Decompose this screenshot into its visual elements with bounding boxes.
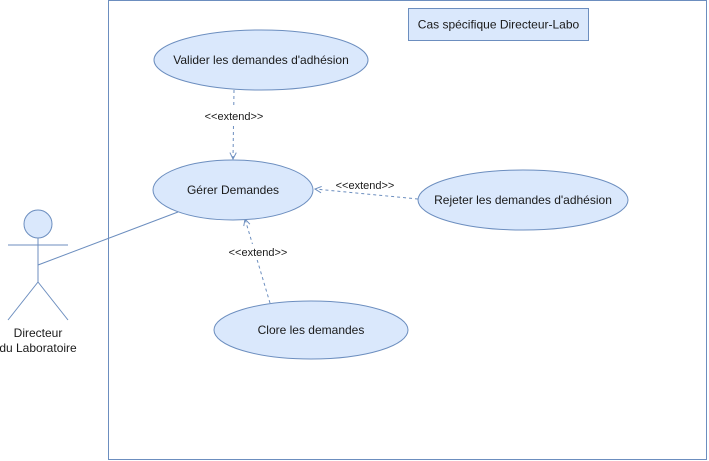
use-case-gerer[interactable]: Gérer Demandes (152, 159, 314, 221)
actor-label-line1: Directeur (14, 326, 63, 340)
extend-clore-label: <<extend>> (229, 247, 288, 259)
use-case-clore-label: Clore les demandes (258, 323, 365, 337)
use-case-valider-shape (153, 29, 369, 91)
use-case-valider[interactable]: Valider les demandes d'adhésion (153, 29, 369, 91)
use-case-rejeter-label: Rejeter les demandes d'adhésion (434, 193, 612, 207)
use-case-clore-shape (213, 300, 409, 360)
system-note-label: Cas spécifique Directeur-Labo (418, 18, 580, 32)
actor-right-leg (37, 281, 69, 321)
actor-label-line2: du Laboratoire (0, 341, 77, 355)
use-case-gerer-label: Gérer Demandes (187, 183, 279, 197)
extend-valider-line (233, 89, 234, 159)
use-case-rejeter[interactable]: Rejeter les demandes d'adhésion (417, 169, 629, 231)
extend-rejeter-line (315, 189, 419, 200)
system-boundary (108, 0, 707, 460)
extend-valider-label-bg (200, 108, 268, 124)
use-case-clore[interactable]: Clore les demandes (213, 300, 409, 360)
actor-head (23, 209, 53, 239)
use-case-rejeter-shape (417, 169, 629, 231)
extend-rejeter-label: <<extend>> (336, 180, 395, 192)
system-note-box (408, 8, 589, 41)
system-note[interactable]: Cas spécifique Directeur-Labo (408, 8, 589, 41)
extend-valider-label: <<extend>> (205, 111, 264, 123)
extend-clore-line (245, 219, 271, 304)
extend-clore-label-bg (224, 244, 292, 260)
actor-directeur[interactable]: Directeur du Laboratoire (0, 209, 77, 355)
actor-left-leg (7, 281, 39, 321)
use-case-gerer-shape (152, 159, 314, 221)
association-actor-gerer (37, 211, 179, 266)
use-case-valider-label: Valider les demandes d'adhésion (173, 53, 349, 67)
